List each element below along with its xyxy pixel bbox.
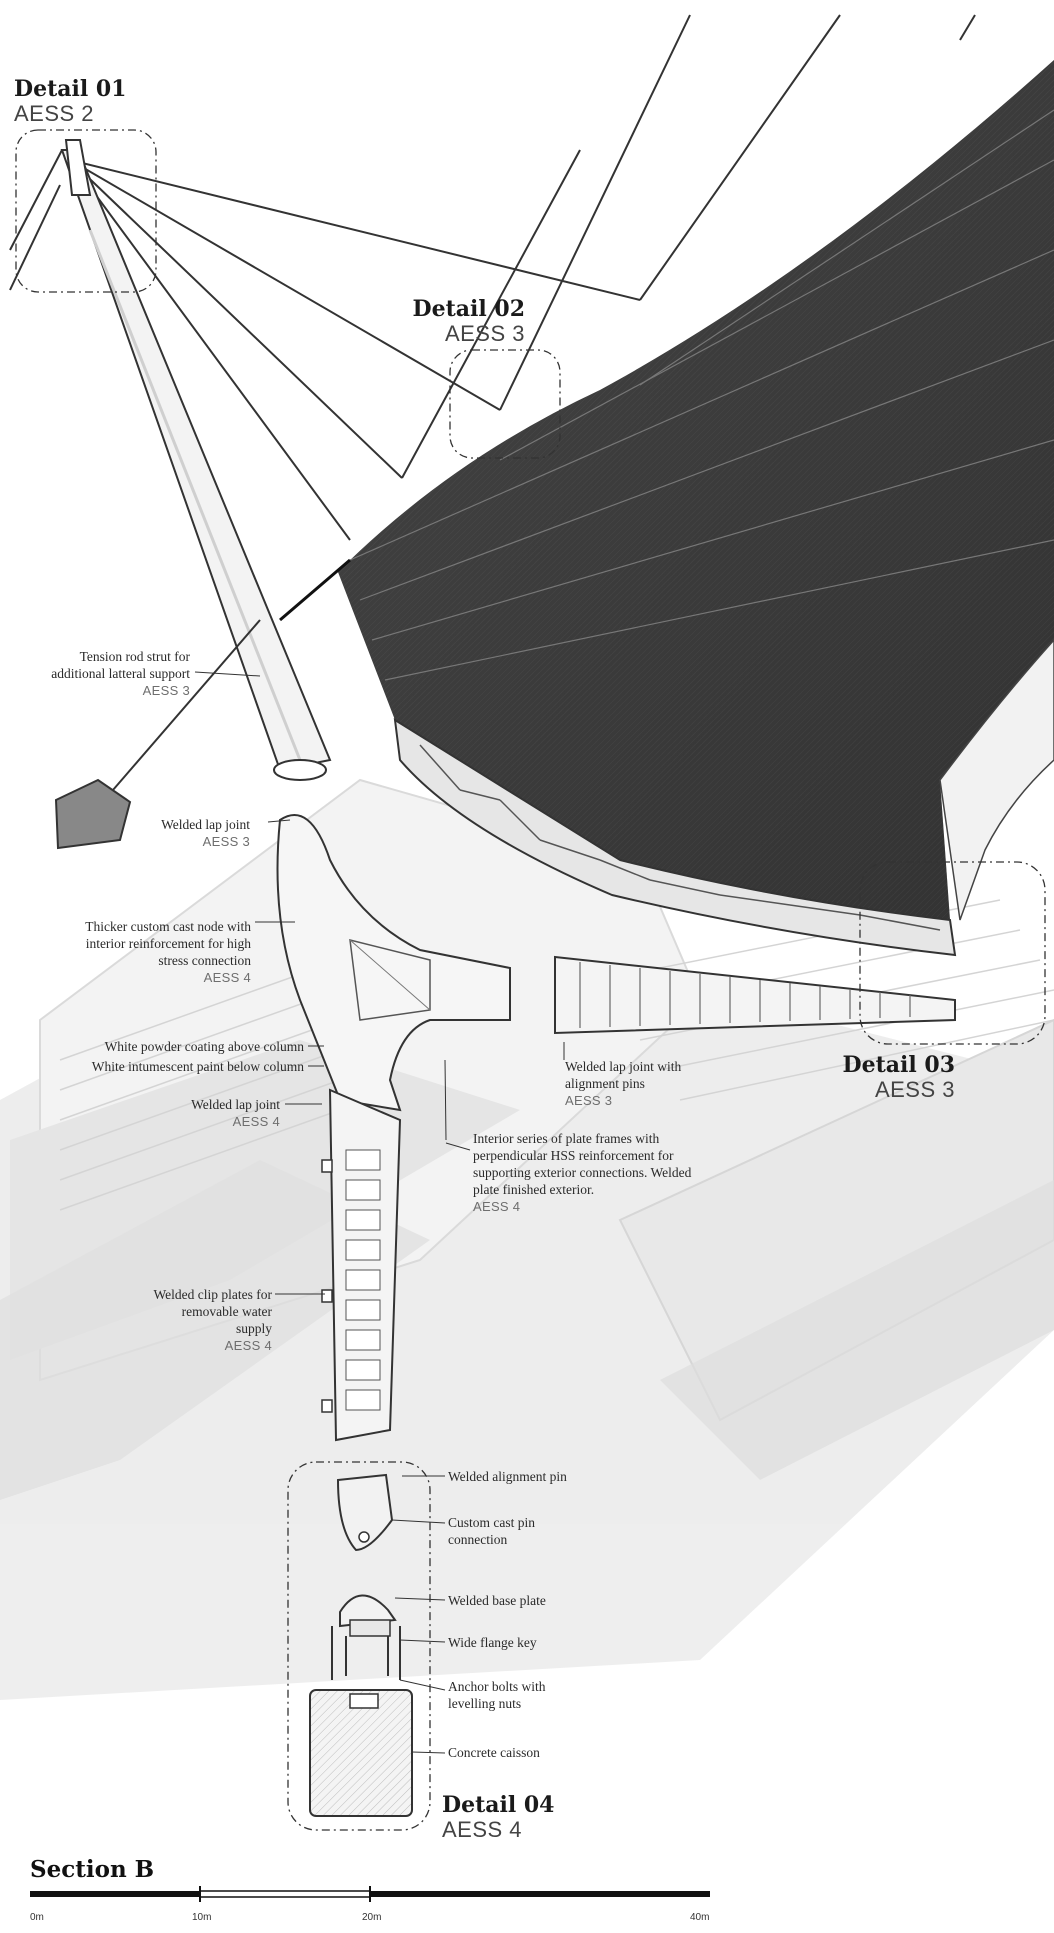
callout-lap-joint-top: Welded lap joint AESS 3 [161,817,250,849]
detail-title: Detail 01 [14,76,127,102]
detail-04-title: Detail 04 AESS 4 [442,1792,554,1842]
scale-tick-40: 40m [690,1912,710,1923]
callout-alignment-pin: Welded alignment pin [448,1469,567,1484]
detail-title: Detail 02 [412,296,525,322]
leader-lines [194,671,565,1754]
detail-01-title: Detail 01 AESS 2 [14,76,126,126]
mast-column [54,139,351,850]
callout-lap-joint-mid: Welded lap joint AESS 4 [191,1097,280,1129]
callout-tension-rod: Tension rod strut for additional lattera… [51,649,190,698]
callout-clip-plates: Welded clip plates for removable water s… [153,1287,273,1353]
ghost-terrain [0,778,1054,1700]
detail-frames [15,129,1046,1831]
detail-03-title: Detail 03 AESS 3 [800,1052,955,1102]
roof-canopy [338,60,1054,957]
detail-aess: AESS 4 [442,1817,523,1842]
callout-anchor-bolts: Anchor bolts with levelling nuts [448,1679,546,1711]
cast-node [276,814,511,1112]
callout-powder-coat: White powder coating above column [104,1039,304,1054]
detail-title: Detail 04 [442,1792,555,1818]
callout-intumescent: White intumescent paint below column [91,1059,304,1074]
section-title: Section B [30,1856,155,1883]
detail-aess: AESS 3 [444,321,525,346]
lower-column [321,1088,402,1442]
scale-tick-20: 20m [362,1912,382,1923]
callout-cast-node: Thicker custom cast node with interior r… [85,919,251,985]
suspension-cables [9,14,976,541]
foundation-assembly [309,1473,413,1817]
scale-tick-0: 0m [30,1912,44,1923]
detail-aess: AESS 3 [874,1077,955,1102]
callout-base-plate: Welded base plate [448,1593,546,1608]
detail-02-title: Detail 02 AESS 3 [360,296,525,346]
cantilever-arm [554,955,956,1035]
callout-plate-frames: Interior series of plate frames with per… [473,1131,692,1214]
callout-lap-joint-pins: Welded lap joint with alignment pins AES… [565,1059,682,1108]
detail-aess: AESS 2 [14,101,95,126]
callout-flange-key: Wide flange key [448,1635,537,1650]
scale-bar [30,1886,710,1902]
detail-title: Detail 03 [842,1052,955,1078]
callout-cast-pin: Custom cast pin connection [448,1515,535,1547]
callout-caisson: Concrete caisson [448,1745,540,1760]
scale-tick-10: 10m [192,1912,212,1923]
